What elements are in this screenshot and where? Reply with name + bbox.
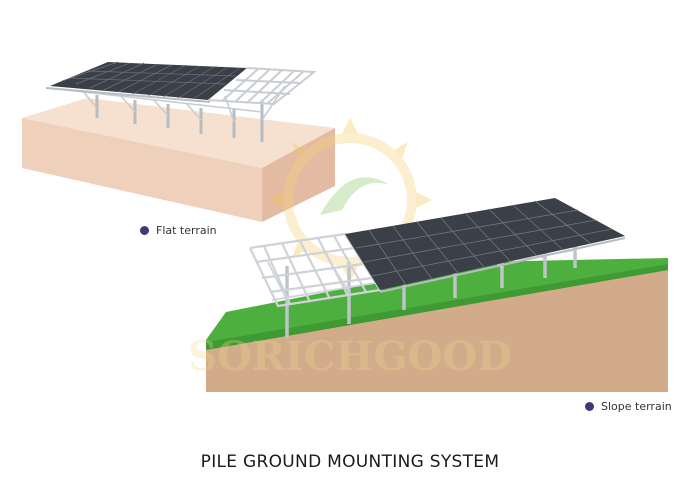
page-title: PILE GROUND MOUNTING SYSTEM (200, 452, 500, 472)
slope-terrain-label: Slope terrain (585, 400, 672, 413)
watermark-text: SORICHGOOD (188, 333, 512, 380)
flat-terrain-solar-array (45, 61, 317, 142)
legend-dot-icon (140, 226, 149, 235)
slope-terrain-block (206, 258, 668, 392)
flat-terrain-block (22, 98, 335, 222)
flat-terrain-text: Flat terrain (156, 224, 217, 237)
legend-dot-icon (585, 402, 594, 411)
flat-terrain-label: Flat terrain (140, 224, 217, 237)
slope-terrain-solar-array (249, 198, 626, 338)
slope-terrain-text: Slope terrain (601, 400, 672, 413)
